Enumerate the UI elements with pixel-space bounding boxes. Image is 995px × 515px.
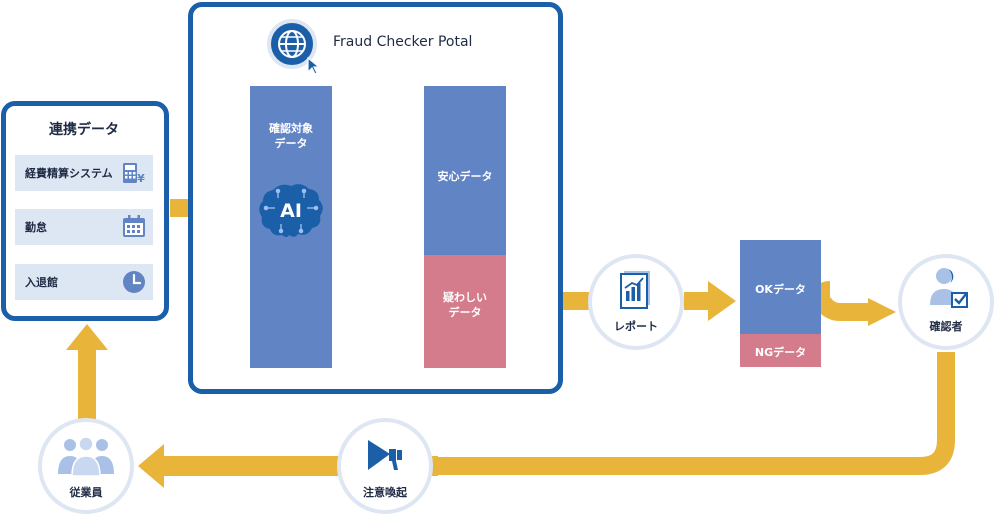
employees-circle [38,418,134,514]
renkei-title: 連携データ [49,122,119,138]
source-keihi: 経費精算システム ¥ [15,155,153,191]
target-data-label: 確認対象 データ [250,121,332,151]
svg-text:¥: ¥ [137,172,145,185]
checker-person-icon [930,268,968,308]
calculator-yen-icon: ¥ [123,163,145,185]
arrow-ok-to-checker [812,281,870,321]
source-label: 経費精算システム [25,167,113,180]
employees-label: 従業員 [69,486,103,499]
report-chart-icon [620,271,650,309]
source-label: 勤怠 [25,221,47,234]
portal-panel [188,2,563,394]
ai-brain-icon: AI [259,184,323,237]
globe-cursor-icon [267,19,321,75]
ng-data-block [740,334,821,367]
arrow-employees-to-renkei [66,324,108,420]
ai-text: AI [280,200,302,222]
ng-data-label: NGデータ [754,346,807,359]
megaphone-icon [368,440,402,470]
source-kintai: 勤怠 [15,209,153,245]
suspicious-data-block [424,255,506,368]
source-label: 入退館 [25,276,58,289]
target-data-line: 確認対象 データ [269,122,313,150]
suspicious-data-label: 疑わしい データ [443,291,487,319]
portal-title: Fraud Checker Potal [333,34,473,50]
arrow-alert-to-employees [138,444,438,488]
alert-label: 注意喚起 [363,486,407,499]
ok-data-block [740,240,821,334]
ok-data-label: OKデータ [755,283,806,296]
report-label: レポート [614,320,658,333]
safe-data-label: 安心データ [437,170,493,183]
arrow-report-to-ok [684,281,736,321]
calendar-icon [123,215,145,237]
safe-data-block [424,86,506,255]
group-people-icon [58,436,114,476]
alert-circle [337,418,433,514]
checker-label: 確認者 [929,320,963,333]
connector-checker-to-alert [430,352,955,475]
source-nyutaikan: 入退館 [15,264,153,300]
arrow-head-ok-to-checker [868,298,896,326]
clock-icon [123,271,145,293]
